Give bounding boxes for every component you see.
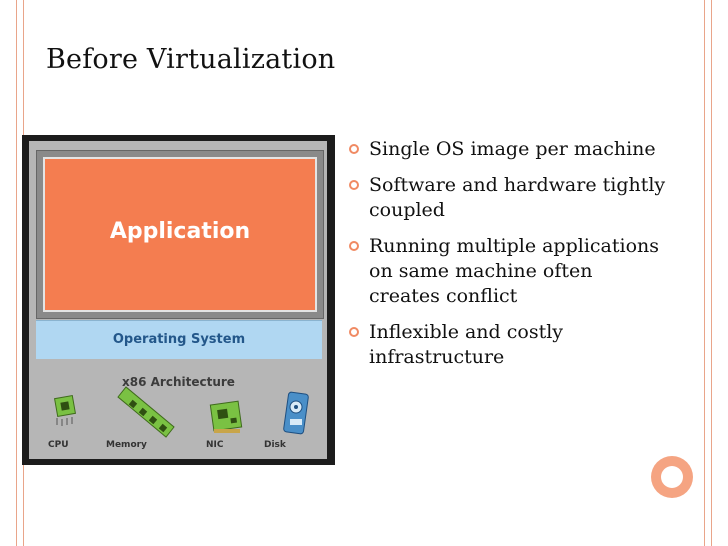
bullet-list: Single OS image per machine Software and… bbox=[347, 137, 667, 381]
application-frame: Application bbox=[36, 150, 324, 319]
bullet-item: Software and hardware tightly coupled bbox=[347, 173, 667, 223]
bullet-circle-icon bbox=[349, 144, 359, 154]
network-card-icon bbox=[209, 400, 243, 433]
memory-module-icon bbox=[117, 386, 175, 438]
bullet-text: Inflexible and costly infrastructure bbox=[369, 321, 564, 368]
virtualization-diagram: Application Operating System x86 Archite… bbox=[22, 135, 335, 465]
hardware-icons bbox=[53, 386, 309, 438]
bullet-text: Single OS image per machine bbox=[369, 138, 656, 160]
operating-system-box: Operating System bbox=[36, 320, 322, 359]
bullet-item: Inflexible and costly infrastructure bbox=[347, 320, 667, 370]
right-border-rule-inner bbox=[704, 0, 705, 546]
bullet-circle-icon bbox=[349, 180, 359, 190]
disk-label: Disk bbox=[264, 440, 286, 450]
application-label: Application bbox=[109, 219, 251, 244]
decorative-ring-icon bbox=[651, 456, 693, 498]
bullet-text: Software and hardware tightly coupled bbox=[369, 174, 666, 221]
memory-label: Memory bbox=[106, 440, 147, 450]
bullet-item: Single OS image per machine bbox=[347, 137, 667, 162]
left-border-rule bbox=[16, 0, 17, 546]
disk-drive-icon bbox=[283, 391, 309, 435]
bullet-circle-icon bbox=[349, 241, 359, 251]
cpu-chip-icon bbox=[53, 394, 77, 426]
bullet-item: Running multiple applications on same ma… bbox=[347, 234, 667, 309]
right-border-rule bbox=[711, 0, 712, 546]
slide-title: Before Virtualization bbox=[46, 44, 336, 75]
cpu-label: CPU bbox=[48, 440, 69, 450]
architecture-label: x86 Architecture bbox=[122, 375, 235, 389]
application-box: Application bbox=[43, 157, 317, 312]
bullet-circle-icon bbox=[349, 327, 359, 337]
bullet-text: Running multiple applications on same ma… bbox=[369, 235, 660, 307]
operating-system-label: Operating System bbox=[112, 332, 246, 347]
nic-label: NIC bbox=[206, 440, 224, 450]
